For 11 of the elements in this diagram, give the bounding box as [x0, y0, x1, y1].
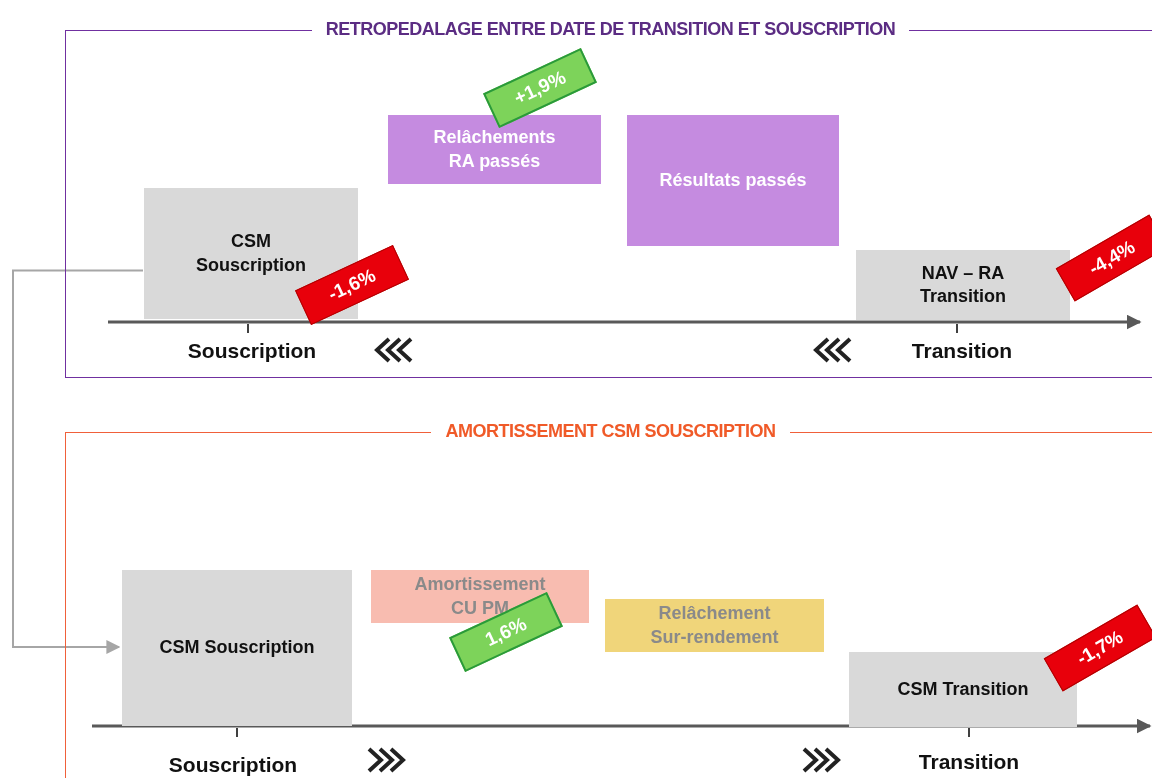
axis-label: Transition	[911, 339, 1013, 363]
process-box: Résultats passés	[627, 115, 839, 246]
connector-arrow	[12, 269, 144, 654]
process-box: CSM Souscription	[122, 570, 352, 726]
axis-label: Souscription	[168, 753, 298, 777]
process-box: NAV – RA Transition	[856, 250, 1070, 320]
axis-label: Transition	[918, 750, 1020, 774]
axis-label: Souscription	[187, 339, 317, 363]
process-box: Relâchement Sur-rendement	[605, 599, 824, 652]
process-box: Relâchements RA passés	[388, 115, 601, 184]
process-box: CSM Transition	[849, 652, 1077, 727]
